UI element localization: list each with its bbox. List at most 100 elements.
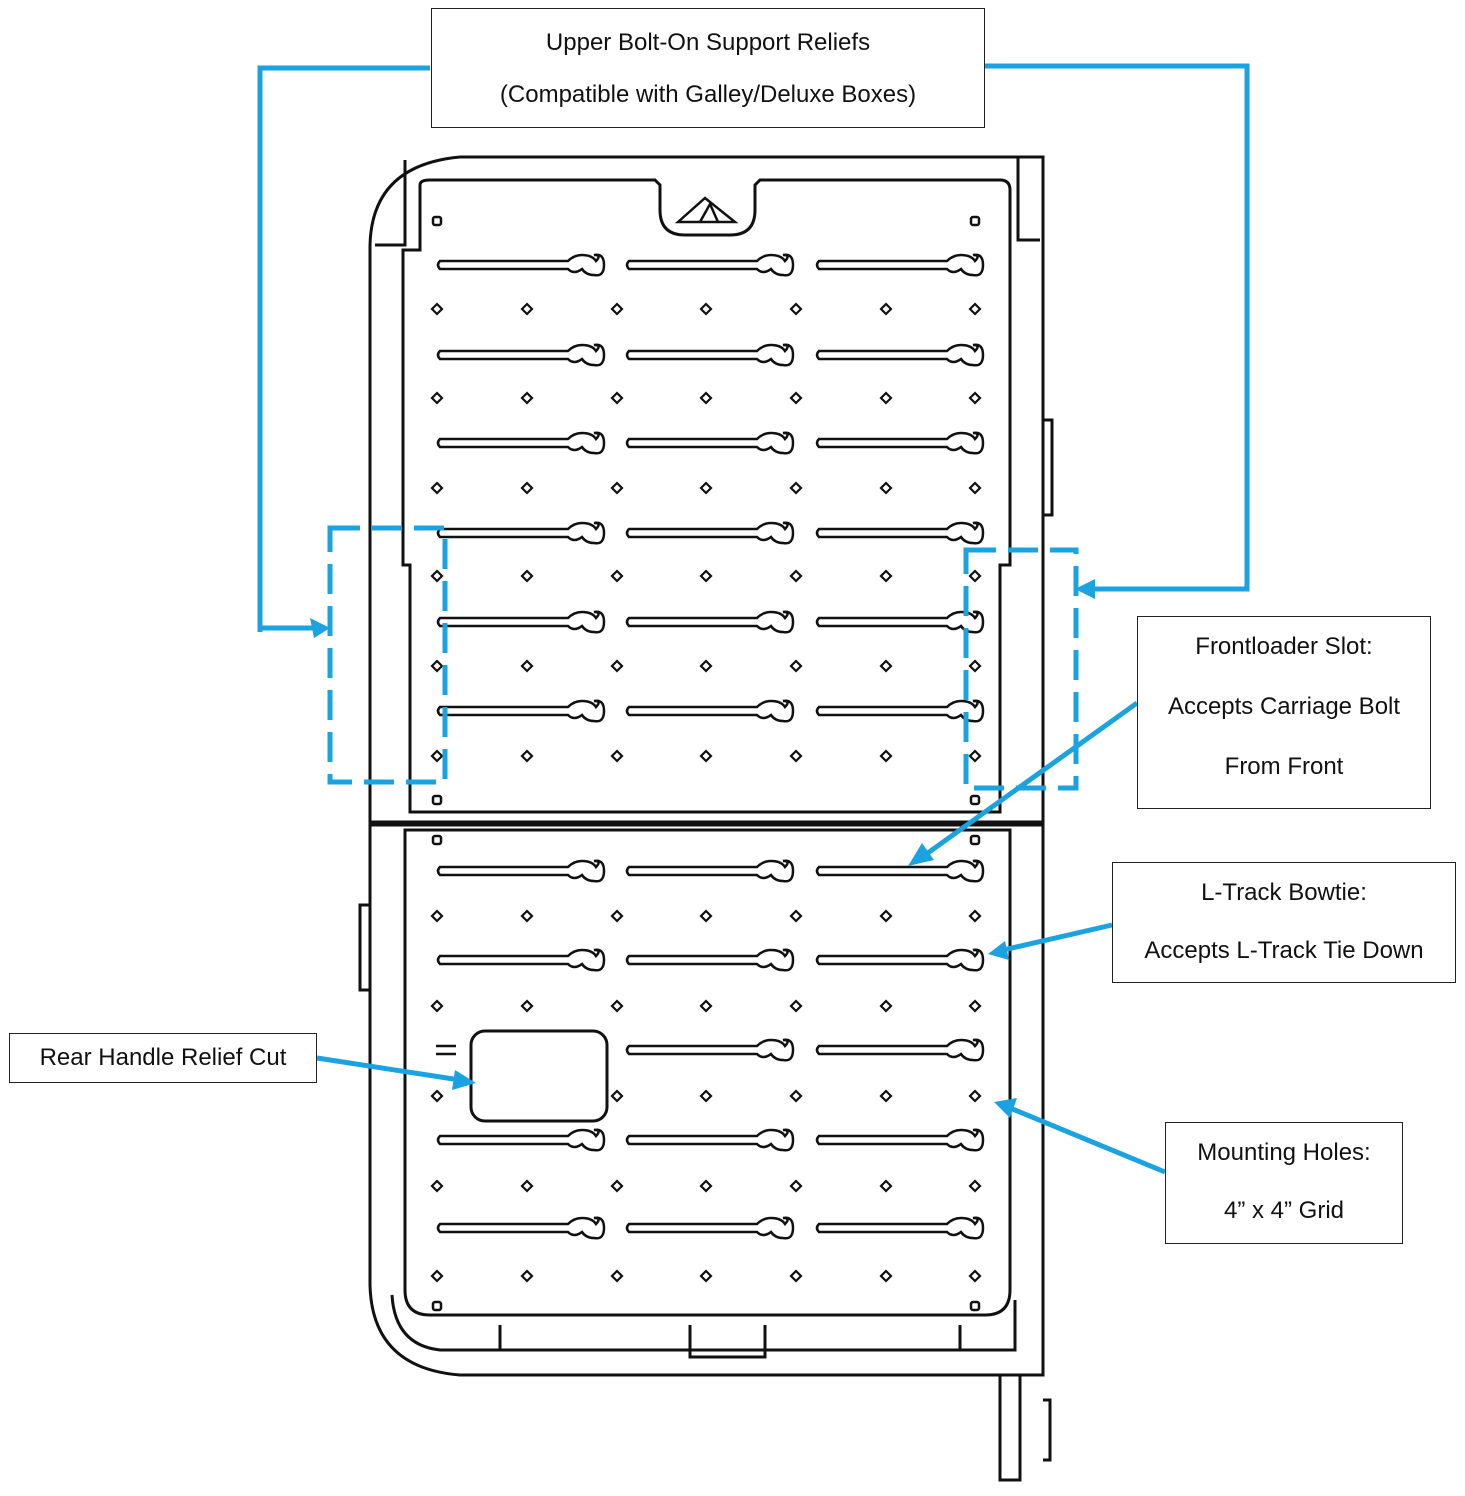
mounting-hole — [430, 749, 444, 763]
mounting-hole — [610, 391, 624, 405]
frontloader-slot — [625, 343, 795, 367]
callout-mounting-line1: Mounting Holes: — [1197, 1139, 1371, 1166]
ltrack-arrow-line — [1002, 922, 1113, 953]
mounting-hole — [699, 481, 713, 495]
mounting-hole — [789, 999, 803, 1013]
frontloader-slot — [625, 1128, 795, 1152]
mounting-hole — [789, 1179, 803, 1193]
mounting-hole — [520, 1179, 534, 1193]
mounting-hole — [430, 909, 444, 923]
ltrack-bowtie-callout: L-Track Bowtie: Accepts L-Track Tie Down — [1112, 862, 1456, 983]
mounting-hole — [968, 1089, 982, 1103]
frontloader-slot — [815, 1128, 985, 1152]
callout-frontloader-line1: Frontloader Slot: — [1195, 633, 1373, 660]
plate-features — [430, 215, 985, 1312]
mounting-hole — [610, 302, 624, 316]
left-relief-dashed-box — [327, 525, 448, 785]
mounting-hole — [879, 749, 893, 763]
mounting-hole — [699, 1179, 713, 1193]
mounting-hole — [430, 302, 444, 316]
frontloader-slot — [436, 431, 606, 455]
callout-ltrack-line2: Accepts L-Track Tie Down — [1144, 937, 1424, 964]
frontloader-slot — [815, 699, 985, 723]
mounting-hole — [968, 659, 982, 673]
lower-plate — [403, 828, 1012, 1317]
frontloader-slot — [815, 1216, 985, 1240]
corner-hole — [969, 834, 981, 846]
frontloader-slot — [436, 859, 606, 883]
mounting-hole — [430, 1089, 444, 1103]
frontloader-slot — [625, 699, 795, 723]
callout-frontloader-line2: Accepts Carriage Bolt — [1167, 693, 1401, 720]
mounting-hole — [699, 569, 713, 583]
mounting-hole — [789, 659, 803, 673]
mounting-hole — [610, 909, 624, 923]
mounting-hole — [789, 749, 803, 763]
frontloader-slot — [625, 431, 795, 455]
rear-handle-callout: Rear Handle Relief Cut — [9, 1033, 317, 1083]
mounting-hole — [520, 999, 534, 1013]
mounting-hole — [430, 999, 444, 1013]
callout-arrowheads — [310, 579, 1095, 1118]
frontloader-slot — [436, 699, 606, 723]
frontloader-slot — [815, 521, 985, 545]
panel-frame — [358, 155, 1054, 1482]
frontloader-slot-callout: Frontloader Slot: Accepts Carriage Bolt … — [1137, 616, 1431, 809]
mounting-hole — [879, 1179, 893, 1193]
mounting-hole — [789, 481, 803, 495]
frontloader-slot — [436, 1044, 456, 1056]
mounting-hole — [968, 302, 982, 316]
mounting-hole — [430, 569, 444, 583]
mounting-hole — [879, 1269, 893, 1283]
mounting-hole — [968, 909, 982, 923]
frontloader-slot — [815, 343, 985, 367]
mounting-hole — [968, 569, 982, 583]
mounting-hole — [430, 391, 444, 405]
mounting-hole — [968, 999, 982, 1013]
callout-lines — [257, 63, 1250, 1175]
callout-ltrack-line1: L-Track Bowtie: — [1201, 879, 1367, 906]
frontloader-slot — [625, 521, 795, 545]
mounting-hole — [789, 569, 803, 583]
corner-hole — [431, 215, 443, 227]
mounting-hole — [879, 659, 893, 673]
right-arrowhead-icon — [1075, 579, 1095, 599]
callout-frontloader-line3: From Front — [1224, 753, 1344, 780]
mounting-hole — [879, 1089, 893, 1103]
callout-top-line1: Upper Bolt-On Support Reliefs — [545, 29, 871, 56]
mounting-hole — [968, 1179, 982, 1193]
mounting-hole — [520, 749, 534, 763]
mounting-hole — [430, 1179, 444, 1193]
mounting-hole — [610, 569, 624, 583]
mounting-hole — [520, 1269, 534, 1283]
mounting-hole — [879, 391, 893, 405]
frontloader-slot — [436, 253, 606, 277]
frontloader-slot — [815, 1038, 985, 1062]
mounting-hole — [968, 749, 982, 763]
frontloader-slot — [815, 948, 985, 972]
mounting-hole — [789, 302, 803, 316]
frontloader-slot — [436, 1216, 606, 1240]
mounting-hole — [520, 481, 534, 495]
frontloader-slot — [815, 859, 985, 883]
mounting-hole — [610, 1089, 624, 1103]
ltrack-arrowhead-icon — [988, 941, 1009, 960]
mounting-hole — [520, 659, 534, 673]
mounting-hole — [699, 1089, 713, 1103]
rear-handle-relief — [469, 1029, 609, 1123]
mounting-hole — [520, 909, 534, 923]
mounting-hole — [968, 1269, 982, 1283]
mountain-triangle-logo-icon — [674, 196, 739, 224]
mounting-hole — [968, 481, 982, 495]
corner-hole — [969, 794, 981, 806]
corner-hole — [431, 794, 443, 806]
mounting-hole — [430, 1269, 444, 1283]
frontloader-slot — [436, 610, 606, 634]
mounting-hole — [789, 909, 803, 923]
mounting-hole — [699, 999, 713, 1013]
callout-rear-handle-line1: Rear Handle Relief Cut — [39, 1044, 287, 1071]
mounting-hole — [789, 1269, 803, 1283]
mounting-hole — [430, 659, 444, 673]
frontloader-slot — [625, 1216, 795, 1240]
frontloader-slot — [625, 1038, 795, 1062]
